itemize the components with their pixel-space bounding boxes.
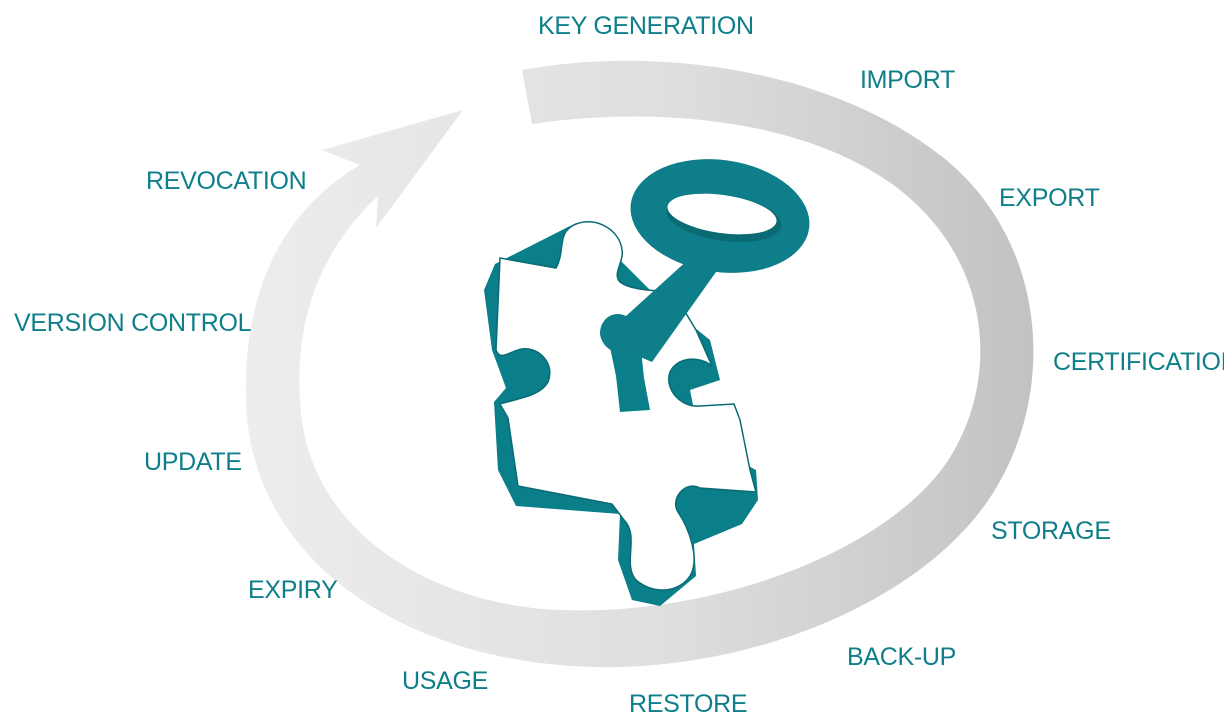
key-bow-hole [667,193,777,235]
stage-label-usage: USAGE [402,667,489,695]
stage-label-import: IMPORT [860,66,955,94]
stage-label-revocation: REVOCATION [146,167,307,195]
stage-label-storage: STORAGE [991,517,1111,545]
stage-label-restore: RESTORE [629,690,748,718]
key-in-puzzle-piece-icon [484,159,810,606]
stage-label-export: EXPORT [999,184,1100,212]
stage-label-back-up: BACK-UP [847,643,957,671]
stage-label-version-control: VERSION CONTROL [14,309,252,337]
stage-label-key-generation: KEY GENERATION [538,12,754,40]
stage-label-update: UPDATE [144,448,242,476]
stage-label-certification: CERTIFICATION [1053,348,1224,376]
stage-label-expiry: EXPIRY [248,576,338,604]
key-shaft [600,258,716,362]
